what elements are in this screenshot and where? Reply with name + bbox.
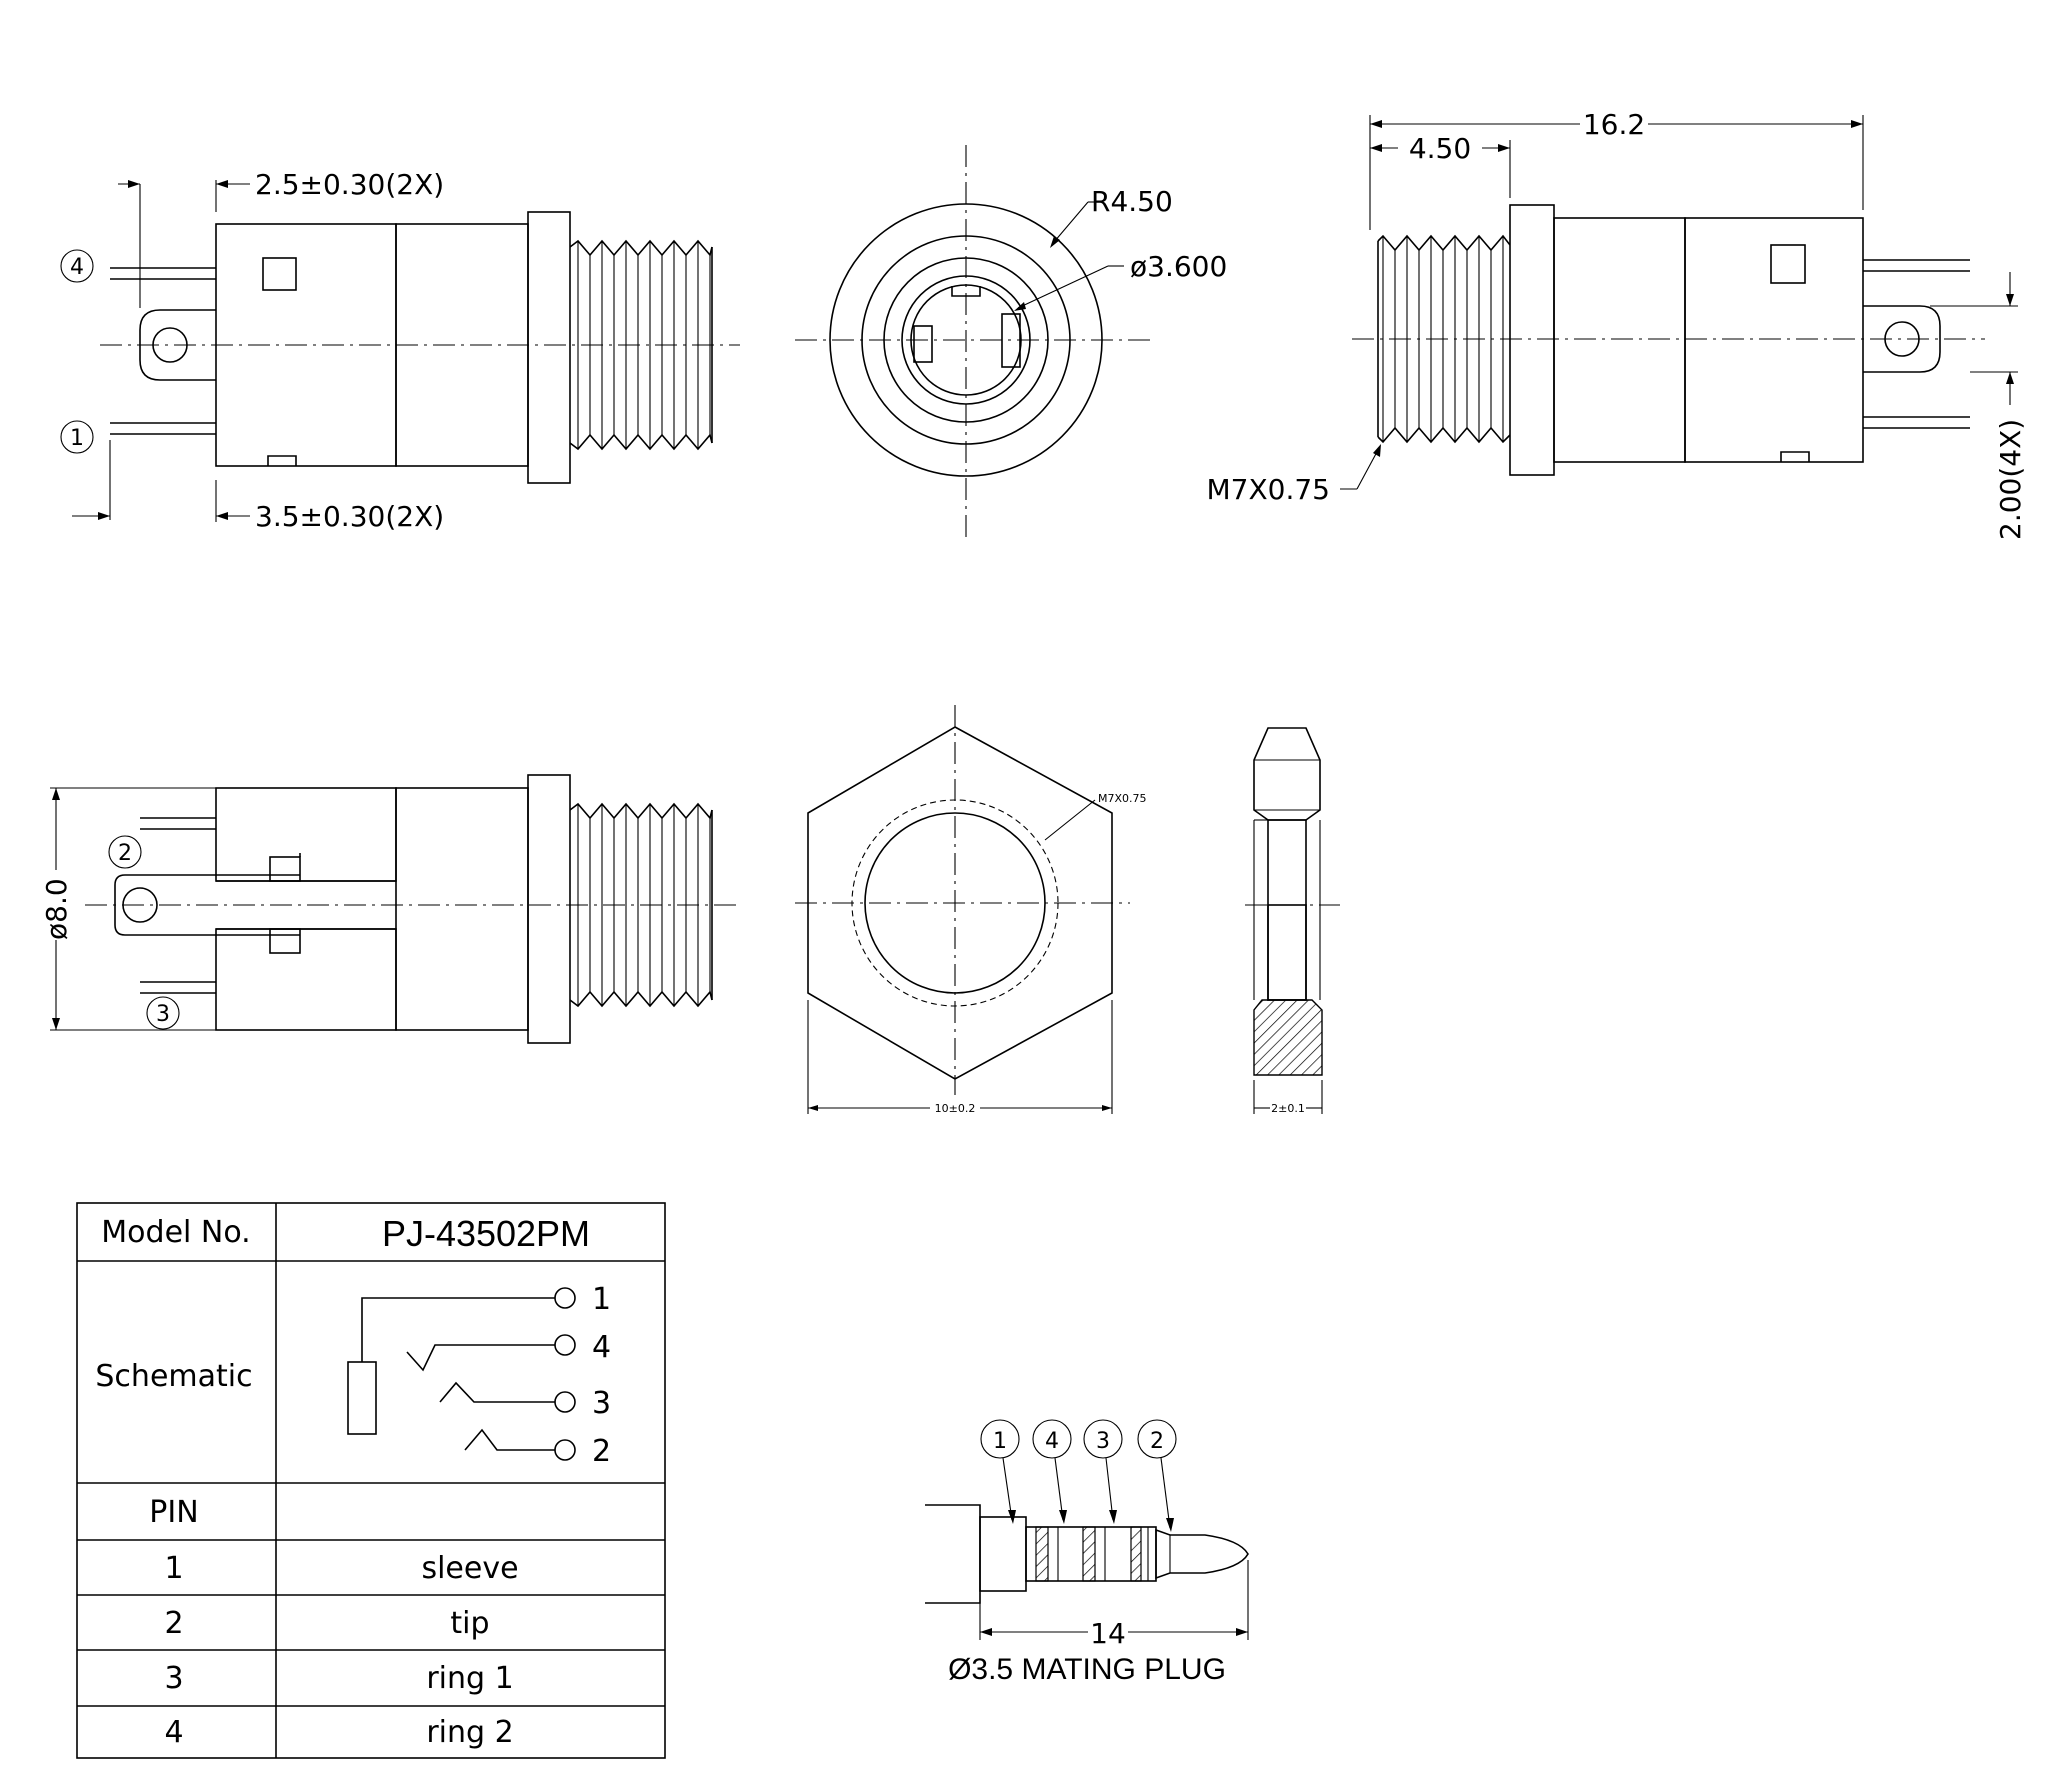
schematic-pin-4: 4 [592, 1330, 611, 1365]
pin-header: PIN [149, 1495, 198, 1530]
model-value: PJ-43502PM [382, 1213, 590, 1254]
dim-thread-length: 4.50 [1409, 132, 1471, 165]
bottom-view: ø8.0 2 3 [40, 774, 740, 1044]
dim-plug-length: 14 [1090, 1617, 1126, 1650]
svg-text:4: 4 [70, 255, 84, 280]
schematic-diagram: 1 4 3 2 [347, 1282, 611, 1469]
pin-marker-4: 4 [60, 249, 94, 283]
spec-table: Model No. PJ-43502PM Schematic 1 4 3 2 P… [76, 1202, 666, 1759]
dim-pin-spacing-bottom: 3.5±0.30(2X) [255, 500, 444, 533]
dim-thread-spec: M7X0.75 [1207, 473, 1331, 506]
table-row-pin: 4 [164, 1715, 183, 1750]
plug-marker-1: 1 [980, 1419, 1020, 1459]
hex-nut-view: 10±0.2 M7X0.75 [795, 705, 1147, 1115]
svg-text:4: 4 [1045, 1429, 1059, 1454]
svg-text:3: 3 [156, 1002, 170, 1027]
table-row-name: ring 1 [426, 1661, 513, 1696]
mating-plug-view: 1 4 3 2 14 Ø3.5 MATING PLUG [925, 1419, 1249, 1686]
right-side-view: 16.2 4.50 M7X0.75 2.00(4X) [1207, 108, 2028, 540]
plug-caption: Ø3.5 MATING PLUG [948, 1653, 1226, 1686]
schematic-pin-1: 1 [592, 1282, 611, 1317]
model-label: Model No. [101, 1215, 250, 1250]
table-row-pin: 3 [164, 1661, 183, 1696]
svg-text:1: 1 [993, 1429, 1007, 1454]
plug-marker-2: 2 [1137, 1419, 1177, 1459]
dim-pin-spacing-top: 2.5±0.30(2X) [255, 168, 444, 201]
dim-overall-length: 16.2 [1583, 108, 1645, 141]
front-view: R4.50 ø3.600 [795, 145, 1227, 537]
table-row-pin: 2 [164, 1606, 183, 1641]
dim-nut-thickness: 2±0.1 [1271, 1102, 1305, 1115]
pin-marker-2: 2 [108, 835, 142, 869]
dim-radius: R4.50 [1091, 185, 1173, 218]
plug-marker-3: 3 [1083, 1419, 1123, 1459]
svg-text:1: 1 [70, 426, 84, 451]
table-row-name: ring 2 [426, 1715, 513, 1750]
dim-pin-pitch: 2.00(4X) [1994, 419, 2027, 540]
dim-body-diameter: ø8.0 [40, 878, 73, 940]
schematic-pin-3: 3 [592, 1386, 611, 1421]
table-row-name: sleeve [421, 1551, 518, 1586]
nut-section-view: 2±0.1 [1245, 727, 1340, 1115]
pin-marker-1: 1 [60, 420, 94, 454]
dim-nut-thread: M7X0.75 [1098, 792, 1147, 805]
pin-marker-3: 3 [146, 996, 180, 1030]
svg-text:3: 3 [1096, 1429, 1110, 1454]
dim-inner-diameter: ø3.600 [1130, 250, 1227, 283]
dim-nut-width: 10±0.2 [935, 1102, 976, 1115]
schematic-label: Schematic [95, 1359, 252, 1394]
top-side-view: 2.5±0.30(2X) 3.5±0.30(2X) 4 1 [60, 168, 740, 533]
schematic-pin-2: 2 [592, 1434, 611, 1469]
plug-marker-4: 4 [1032, 1419, 1072, 1459]
svg-text:2: 2 [118, 841, 132, 866]
table-row-name: tip [450, 1606, 489, 1641]
table-row-pin: 1 [164, 1551, 183, 1586]
svg-text:2: 2 [1150, 1429, 1164, 1454]
